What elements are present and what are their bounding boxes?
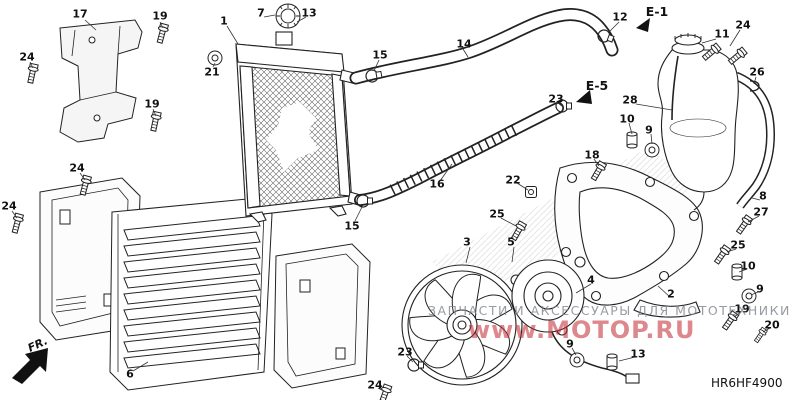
part-callout-19: 19 [152, 9, 168, 23]
part-callout-10: 10 [740, 259, 756, 273]
part-callout-1: 1 [220, 14, 228, 28]
part-callout-18: 18 [584, 148, 600, 162]
motor-stay-illustration [554, 161, 703, 318]
bracket-illustration [59, 19, 143, 143]
part-callout-19: 19 [734, 302, 750, 316]
watermark-text: ЗАПЧАСТИ И АКСЕССУАРЫ ДЛЯ МОТОТЕХНИКИ [428, 303, 791, 318]
part-callout-5: 5 [507, 235, 515, 249]
part-callout-7: 7 [257, 6, 265, 20]
part-callout-15: 15 [344, 219, 360, 233]
radiator-illustration [235, 31, 365, 223]
part-callout-23: 23 [397, 345, 413, 359]
part-callout-24: 24 [1, 199, 17, 213]
part-callout-13: 13 [301, 6, 317, 20]
part-callout-4: 4 [587, 273, 595, 287]
watermark-url: www.MOTOP.RU [468, 316, 696, 344]
upper-hose-illustration [349, 8, 619, 85]
part-callout-2: 2 [667, 287, 675, 301]
diagram-code: HR6HF4900 [711, 376, 783, 390]
part-callout-16: 16 [429, 177, 445, 191]
lower-hose-illustration [354, 102, 564, 206]
part-callout-15: 15 [372, 48, 388, 62]
part-callout-26: 26 [749, 65, 765, 79]
part-callout-25: 25 [730, 238, 746, 252]
part-callout-6: 6 [126, 367, 134, 381]
radiator-cap-illustration [275, 3, 301, 29]
part-callout-27: 27 [753, 205, 769, 219]
part-callout-20: 20 [764, 318, 780, 332]
part-callout-E-5: E-5 [585, 77, 609, 93]
fan-illustration [401, 264, 523, 386]
reserve-tank-illustration [657, 33, 775, 211]
part-callout-9: 9 [645, 123, 653, 137]
front-direction-arrow: FR. [12, 334, 50, 384]
part-callout-3: 3 [463, 235, 471, 249]
part-callout-22: 22 [505, 173, 521, 187]
part-callout-24: 24 [367, 378, 383, 392]
engine-direction-arrows [576, 18, 650, 104]
right-panel-illustration [273, 243, 371, 389]
part-callout-10: 10 [619, 112, 635, 126]
part-callout-11: 11 [714, 27, 730, 41]
part-callout-19: 19 [144, 97, 160, 111]
part-callout-9: 9 [566, 337, 574, 351]
part-callout-12: 12 [612, 10, 628, 24]
fan-motor-illustration [510, 256, 640, 384]
part-callout-24: 24 [19, 50, 35, 64]
part-callout-24: 24 [69, 161, 85, 175]
part-callout-23: 23 [548, 92, 564, 106]
leader-lines [11, 14, 771, 392]
part-callout-28: 28 [622, 93, 638, 107]
part-callout-8: 8 [759, 189, 767, 203]
part-callout-17: 17 [72, 7, 88, 21]
part-callout-E-1: E-1 [645, 3, 669, 19]
part-callout-13: 13 [630, 347, 646, 361]
part-callout-21: 21 [204, 65, 220, 79]
part-callout-14: 14 [456, 37, 472, 51]
part-callout-24: 24 [735, 18, 751, 32]
part-callout-9: 9 [756, 282, 764, 296]
part-callout-25: 25 [489, 207, 505, 221]
